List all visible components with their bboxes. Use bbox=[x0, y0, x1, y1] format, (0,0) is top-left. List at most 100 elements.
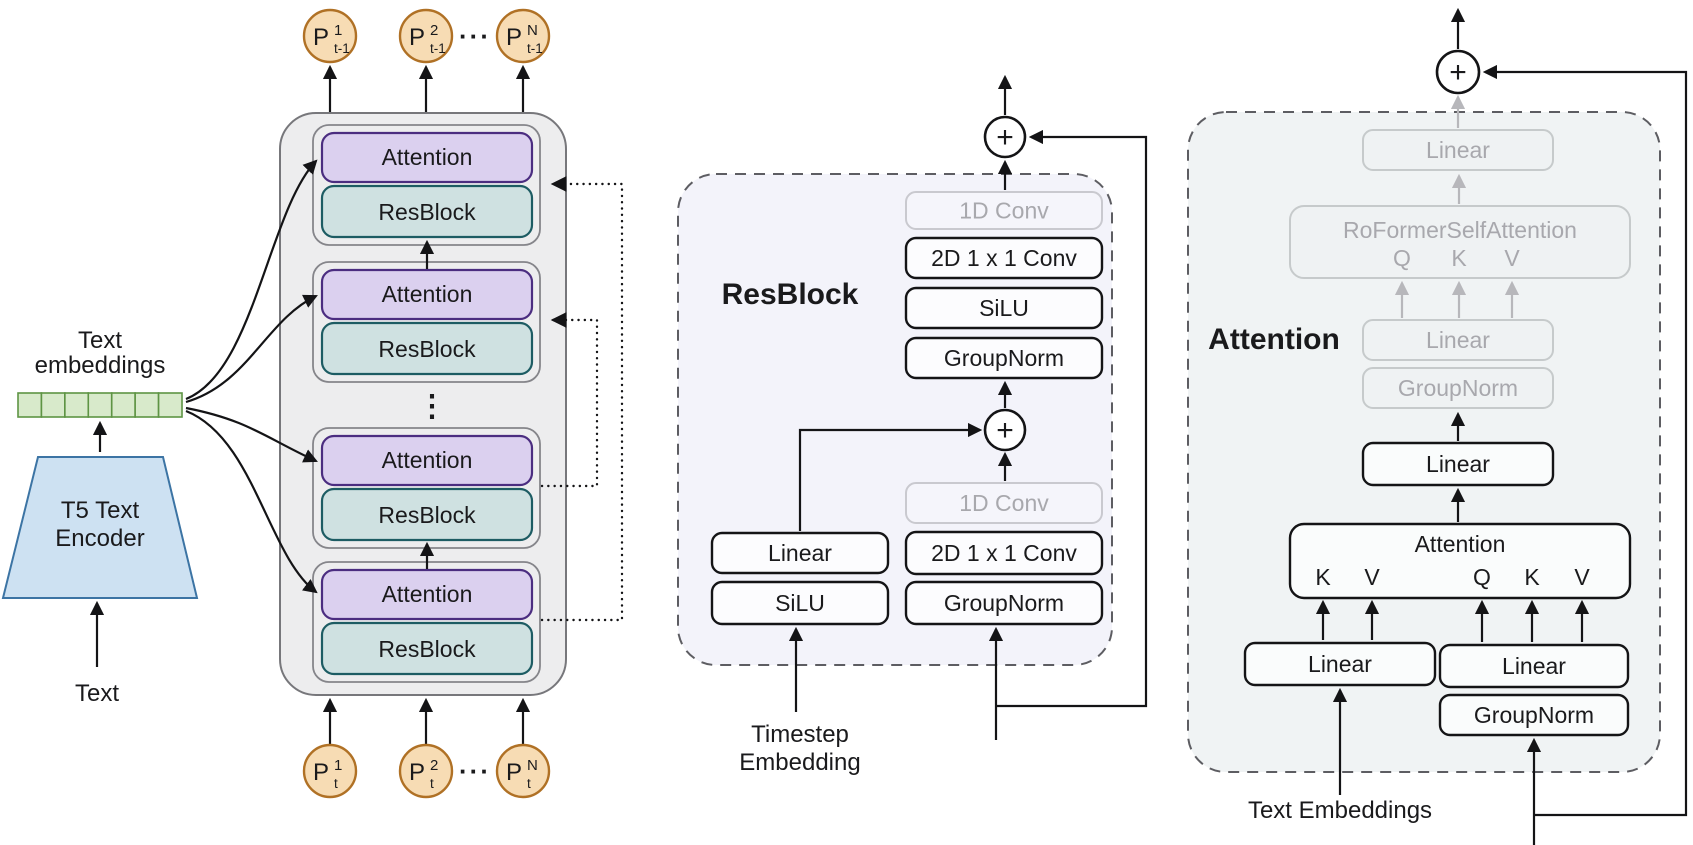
plus-sign: + bbox=[996, 121, 1014, 154]
text-embeddings-label: embeddings bbox=[35, 352, 166, 379]
token-base: P bbox=[506, 759, 522, 786]
faded-linear-out-box bbox=[1362, 129, 1554, 171]
text-embeddings-input-label: Text Embeddings bbox=[1248, 797, 1432, 824]
roformer-v-label: V bbox=[1504, 245, 1520, 271]
token-subscript: t bbox=[527, 776, 531, 791]
text-input-label: Text bbox=[75, 680, 119, 707]
token-circle bbox=[495, 8, 551, 64]
embedding-fanout-arrow bbox=[185, 406, 318, 463]
faded-conv1d-mid-box bbox=[905, 482, 1103, 524]
attention-block bbox=[320, 434, 534, 487]
token-superscript: 2 bbox=[430, 757, 438, 774]
embedding-cell bbox=[40, 392, 66, 418]
attn-q-label: Q bbox=[1473, 564, 1491, 590]
linear-qkv-box bbox=[1438, 643, 1630, 689]
conv1d-top-label: 1D Conv bbox=[959, 198, 1049, 224]
faded-groupnorm-mid-box bbox=[1362, 367, 1554, 409]
conv2d-top-label: 2D 1 x 1 Conv bbox=[931, 245, 1077, 271]
resblock-block bbox=[320, 621, 534, 676]
token-circle bbox=[398, 743, 454, 799]
token-subscript: t bbox=[334, 776, 338, 791]
silu-left-label: SiLU bbox=[775, 590, 825, 616]
resblock-block-label: ResBlock bbox=[378, 636, 476, 662]
linear-label: Linear bbox=[768, 540, 832, 566]
embedding-cell bbox=[110, 392, 136, 418]
token-circle bbox=[302, 8, 358, 64]
token-subscript: t-1 bbox=[527, 41, 543, 56]
resblock-block-label: ResBlock bbox=[378, 502, 476, 528]
embedding-fanout-arrow bbox=[185, 294, 318, 404]
add-icon bbox=[1435, 49, 1481, 95]
attention-block bbox=[320, 131, 534, 184]
skip-connection-dotted bbox=[540, 312, 599, 488]
resblock-block-label: ResBlock bbox=[378, 336, 476, 362]
attn-v-label: V bbox=[1364, 564, 1380, 590]
model-stack-container bbox=[279, 112, 567, 696]
attention-core-box bbox=[1288, 522, 1632, 600]
t5-encoder-label: T5 Text bbox=[61, 497, 140, 524]
groupnorm-in-label: GroupNorm bbox=[1474, 702, 1594, 728]
token-base: P bbox=[313, 24, 329, 51]
add-icon bbox=[983, 408, 1027, 452]
embedding-cell bbox=[64, 392, 90, 418]
attention-block bbox=[320, 568, 534, 621]
groupnorm-bottom-label: GroupNorm bbox=[944, 590, 1064, 616]
roformer-k-label: K bbox=[1451, 245, 1467, 271]
token-superscript: 1 bbox=[334, 757, 342, 774]
t5-encoder-label: Encoder bbox=[55, 525, 144, 552]
token-superscript: N bbox=[527, 22, 538, 39]
timestep-embedding-label: Timestep bbox=[751, 721, 849, 748]
attn-k-label: K bbox=[1524, 564, 1540, 590]
attention-block-label: Attention bbox=[382, 447, 473, 473]
resblock-panel-title: ResBlock bbox=[722, 278, 859, 311]
groupnorm-bottom-box bbox=[904, 580, 1104, 626]
resblock-block bbox=[320, 487, 534, 542]
embedding-cell bbox=[87, 392, 113, 418]
ellipsis-vertical: ⋮ bbox=[417, 390, 447, 423]
plus-sign: + bbox=[1449, 56, 1467, 89]
ellipsis-horizontal: ··· bbox=[459, 756, 491, 786]
conv2d-mid-label: 2D 1 x 1 Conv bbox=[931, 540, 1077, 566]
add-icon bbox=[983, 115, 1027, 159]
token-circle bbox=[302, 743, 358, 799]
attention-block-label: Attention bbox=[382, 144, 473, 170]
token-superscript: N bbox=[527, 757, 538, 774]
attn-v-label: V bbox=[1574, 564, 1590, 590]
faded-linear-mid-box bbox=[1362, 319, 1554, 361]
embedding-cell bbox=[134, 392, 160, 418]
attn-k-label: K bbox=[1315, 564, 1331, 590]
token-base: P bbox=[313, 759, 329, 786]
token-circle bbox=[398, 8, 454, 64]
groupnorm-in-box bbox=[1438, 693, 1630, 737]
groupnorm-top-box bbox=[904, 336, 1104, 380]
plus-sign: + bbox=[996, 414, 1014, 447]
roformer-label: RoFormerSelfAttention bbox=[1343, 217, 1577, 243]
roformer-q-label: Q bbox=[1393, 245, 1411, 271]
token-superscript: 1 bbox=[334, 22, 342, 39]
attention-block bbox=[320, 268, 534, 321]
conv2d-mid-box bbox=[904, 530, 1104, 576]
conv1d-mid-label: 1D Conv bbox=[959, 490, 1049, 516]
resblock-block bbox=[320, 184, 534, 239]
silu-top-box bbox=[904, 286, 1104, 330]
token-subscript: t-1 bbox=[430, 41, 446, 56]
silu-top-label: SiLU bbox=[979, 295, 1029, 321]
timestep-add-arrow bbox=[798, 422, 983, 531]
timestep-embedding-label: Embedding bbox=[739, 749, 860, 776]
attention-core-label: Attention bbox=[1415, 531, 1506, 557]
linear-mid-label: Linear bbox=[1426, 327, 1490, 353]
faded-roformer-box bbox=[1289, 205, 1631, 279]
silu-left-box bbox=[710, 580, 890, 626]
linear-pre-label: Linear bbox=[1426, 451, 1490, 477]
text-embeddings-label: Text bbox=[78, 327, 122, 354]
linear-box bbox=[710, 531, 890, 575]
token-subscript: t-1 bbox=[334, 41, 350, 56]
attention-residual-path bbox=[1482, 64, 1688, 817]
linear-kv-label: Linear bbox=[1308, 651, 1372, 677]
linear-qkv-label: Linear bbox=[1502, 653, 1566, 679]
t5-text-encoder bbox=[1, 456, 199, 599]
embedding-fanout-arrow bbox=[185, 159, 318, 401]
token-base: P bbox=[409, 759, 425, 786]
ellipsis-horizontal: ··· bbox=[459, 21, 491, 51]
